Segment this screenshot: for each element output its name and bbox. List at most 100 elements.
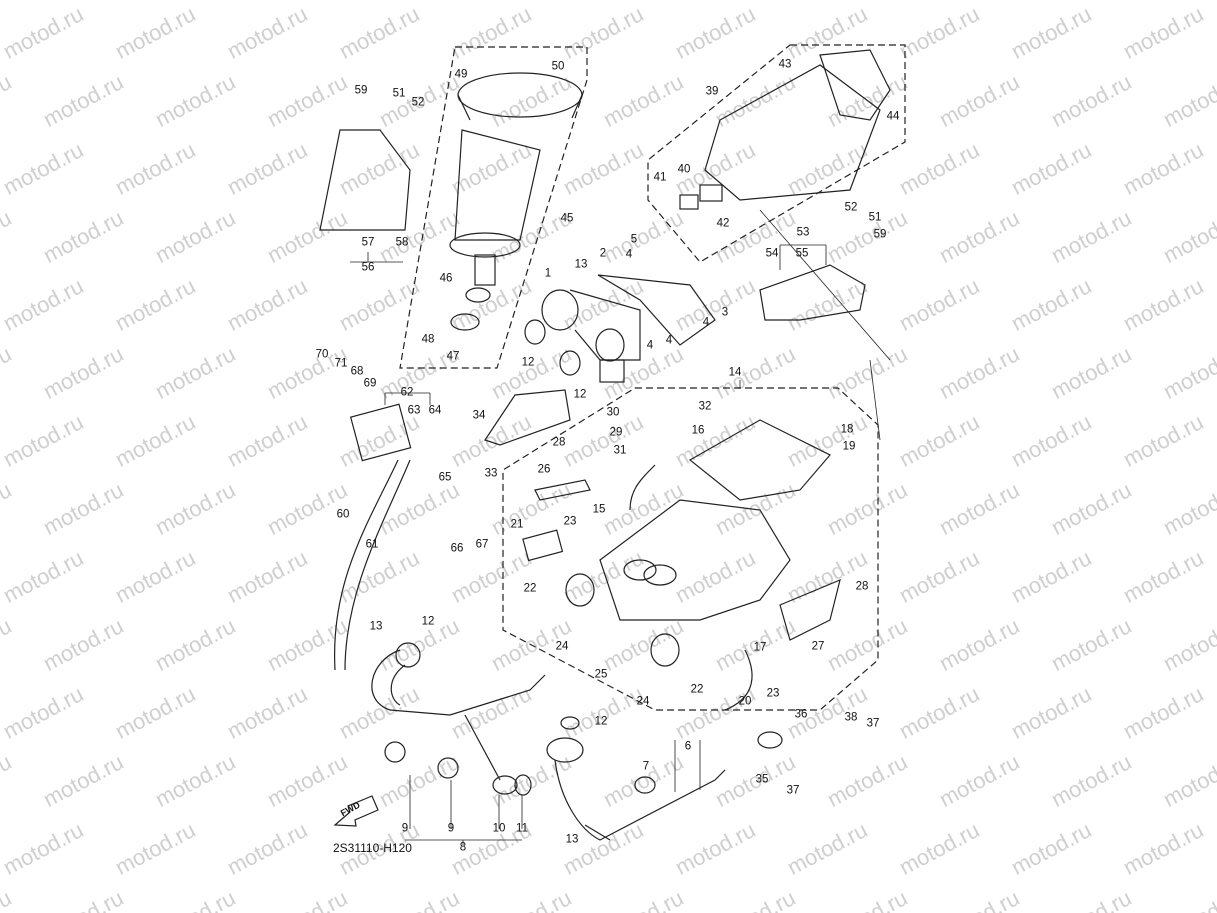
muffler-right [679, 49, 891, 210]
part-label-4: 4 [702, 316, 710, 329]
part-label-39: 39 [705, 85, 719, 98]
protector-33 [484, 389, 571, 446]
part-label-37: 37 [866, 717, 880, 730]
protector-20 [724, 649, 753, 711]
part-label-4: 4 [665, 334, 673, 347]
part-label-16: 16 [691, 424, 705, 437]
fwd-arrow-icon [333, 795, 379, 827]
part-label-44: 44 [886, 110, 900, 123]
part-label-36: 36 [794, 708, 808, 721]
part-label-14: 14 [728, 366, 742, 379]
part-label-17: 17 [753, 641, 767, 654]
part-label-67: 67 [475, 538, 489, 551]
part-label-54: 54 [765, 247, 779, 260]
part-label-20: 20 [738, 695, 752, 708]
part-label-9: 9 [447, 822, 455, 835]
part-label-5: 5 [630, 233, 638, 246]
drawing-code: 2S31110-H120 [333, 841, 412, 855]
part-label-64: 64 [428, 404, 442, 417]
protector-27 [779, 578, 841, 641]
bracket-26 [534, 479, 591, 501]
part-label-60: 60 [336, 508, 350, 521]
part-label-45: 45 [560, 212, 574, 225]
part-label-28: 28 [855, 580, 869, 593]
part-label-53: 53 [796, 226, 810, 239]
part-label-8: 8 [459, 841, 467, 854]
heat-protector-56 [319, 129, 411, 231]
part-label-32: 32 [698, 400, 712, 413]
part-label-70: 70 [315, 348, 329, 361]
exhaust-pipe-6 [546, 716, 726, 841]
part-label-6: 6 [684, 740, 692, 753]
protector-2 [597, 274, 716, 346]
part-label-40: 40 [677, 163, 691, 176]
part-label-61: 61 [365, 538, 379, 551]
part-label-12: 12 [421, 615, 435, 628]
part-label-11: 11 [516, 822, 528, 835]
part-label-13: 13 [574, 258, 588, 271]
part-label-55: 55 [795, 247, 809, 260]
part-label-43: 43 [778, 58, 792, 71]
part-label-22: 22 [690, 683, 704, 696]
part-label-62: 62 [400, 386, 414, 399]
part-label-66: 66 [450, 542, 464, 555]
chamber-group-outline-14 [502, 387, 879, 711]
part-label-13: 13 [565, 833, 579, 846]
part-label-57: 57 [361, 236, 375, 249]
muffler-group-outline-39 [647, 44, 906, 263]
part-label-2: 2 [599, 247, 607, 260]
part-label-37: 37 [786, 784, 800, 797]
part-label-51: 51 [868, 211, 882, 224]
part-label-47: 47 [446, 350, 460, 363]
part-label-71: 71 [334, 357, 348, 370]
part-label-4: 4 [646, 339, 654, 352]
part-label-24: 24 [636, 695, 650, 708]
part-label-63: 63 [407, 404, 421, 417]
bracket-35 [757, 731, 783, 749]
part-label-31: 31 [613, 444, 627, 457]
part-label-46: 46 [439, 272, 453, 285]
part-label-24: 24 [555, 640, 569, 653]
part-label-13: 13 [369, 620, 383, 633]
part-label-28: 28 [552, 436, 566, 449]
exhaust-pipe-8 [371, 642, 546, 796]
part-label-12: 12 [573, 388, 587, 401]
part-label-29: 29 [609, 426, 623, 439]
part-label-19: 19 [842, 440, 856, 453]
part-label-27: 27 [811, 640, 825, 653]
part-label-12: 12 [594, 715, 608, 728]
part-label-48: 48 [421, 333, 435, 346]
part-label-26: 26 [537, 463, 551, 476]
part-label-51: 51 [392, 87, 406, 100]
sensor-15 [629, 464, 656, 511]
muffler-left [449, 72, 583, 331]
part-label-69: 69 [363, 377, 377, 390]
part-label-30: 30 [606, 406, 620, 419]
part-label-22: 22 [523, 582, 537, 595]
part-label-52: 52 [411, 96, 425, 109]
part-label-23: 23 [563, 515, 577, 528]
part-label-56: 56 [361, 261, 375, 274]
part-label-23: 23 [766, 687, 780, 700]
part-label-4: 4 [625, 248, 633, 261]
part-label-49: 49 [454, 68, 468, 81]
part-label-33: 33 [484, 467, 498, 480]
part-label-41: 41 [653, 171, 667, 184]
cable-61 [344, 459, 411, 671]
joint-pipe-1 [524, 289, 641, 383]
leader-lines [350, 209, 891, 845]
part-label-18: 18 [840, 423, 854, 436]
part-label-68: 68 [350, 365, 364, 378]
part-label-21: 21 [510, 518, 524, 531]
part-label-38: 38 [844, 711, 858, 724]
part-label-59: 59 [354, 84, 368, 97]
part-label-7: 7 [642, 760, 650, 773]
cover-21 [522, 529, 564, 562]
servo-motor-62 [349, 403, 412, 462]
heat-protector-53 [759, 264, 866, 321]
muffler-group-outline-45 [399, 46, 588, 369]
part-label-35: 35 [755, 773, 769, 786]
part-label-50: 50 [551, 60, 565, 73]
part-label-10: 10 [492, 822, 506, 835]
